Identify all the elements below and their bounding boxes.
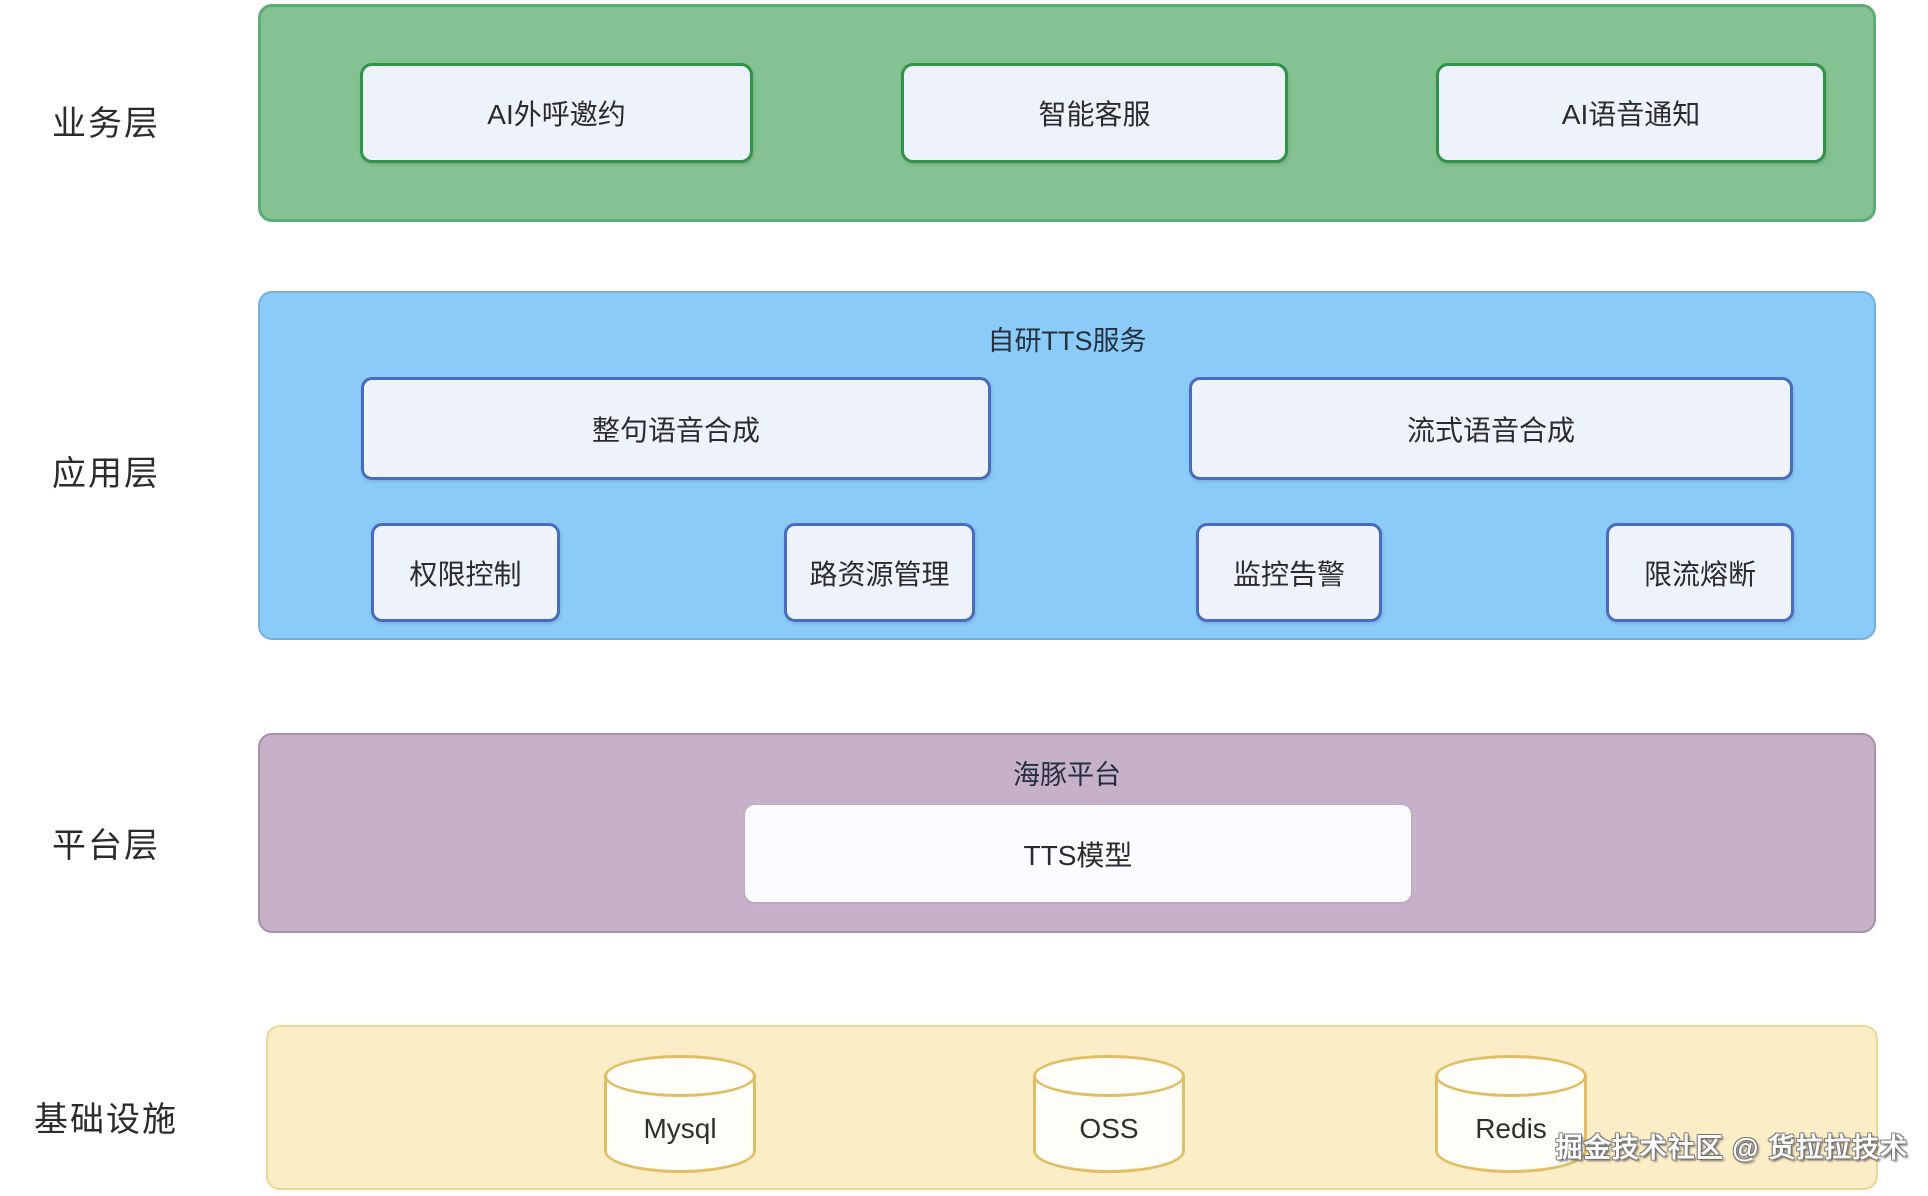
application-layer-title: 自研TTS服务: [987, 326, 1147, 356]
watermark: 掘金技术社区 @ 货拉拉技术: [1555, 1133, 1908, 1163]
database-label: Mysql: [643, 1113, 717, 1144]
platform-layer-title: 海豚平台: [1013, 760, 1121, 790]
layer-label-business: 业务层: [52, 105, 160, 143]
business-box-smart-customer-service: 智能客服: [901, 63, 1288, 163]
application-layer: 自研TTS服务 整句语音合成 流式语音合成 权限控制 路资源管理 监控告警 限流…: [258, 291, 1876, 640]
app-box-rate-limit-circuit-break: 限流熔断: [1606, 523, 1794, 622]
business-layer: AI外呼邀约 智能客服 AI语音通知: [258, 4, 1876, 222]
infrastructure-layer: Mysql OSS Redis: [266, 1025, 1878, 1190]
app-box-full-sentence-tts: 整句语音合成: [361, 377, 991, 480]
layer-label-application: 应用层: [52, 455, 160, 493]
app-box-monitoring-alerts: 监控告警: [1196, 523, 1382, 622]
app-box-permission-control: 权限控制: [371, 523, 560, 622]
database-cylinder-oss: OSS: [1033, 1055, 1185, 1173]
layer-label-infrastructure: 基础设施: [34, 1101, 178, 1139]
app-box-streaming-tts: 流式语音合成: [1189, 377, 1793, 480]
layer-label-platform: 平台层: [52, 827, 160, 865]
cylinder-top-ellipse: [1435, 1055, 1587, 1097]
platform-layer: 海豚平台 TTS模型: [258, 733, 1876, 933]
cylinder-top-ellipse: [604, 1055, 756, 1097]
database-label: Redis: [1475, 1113, 1547, 1144]
database-cylinder-mysql: Mysql: [604, 1055, 756, 1173]
database-label: OSS: [1079, 1113, 1139, 1144]
platform-box-tts-model: TTS模型: [745, 805, 1411, 902]
business-box-ai-outbound-invite: AI外呼邀约: [360, 63, 753, 163]
business-box-ai-voice-notice: AI语音通知: [1436, 63, 1826, 163]
app-box-route-resource-management: 路资源管理: [784, 523, 975, 622]
cylinder-top-ellipse: [1033, 1055, 1185, 1097]
database-cylinder-redis: Redis: [1435, 1055, 1587, 1173]
